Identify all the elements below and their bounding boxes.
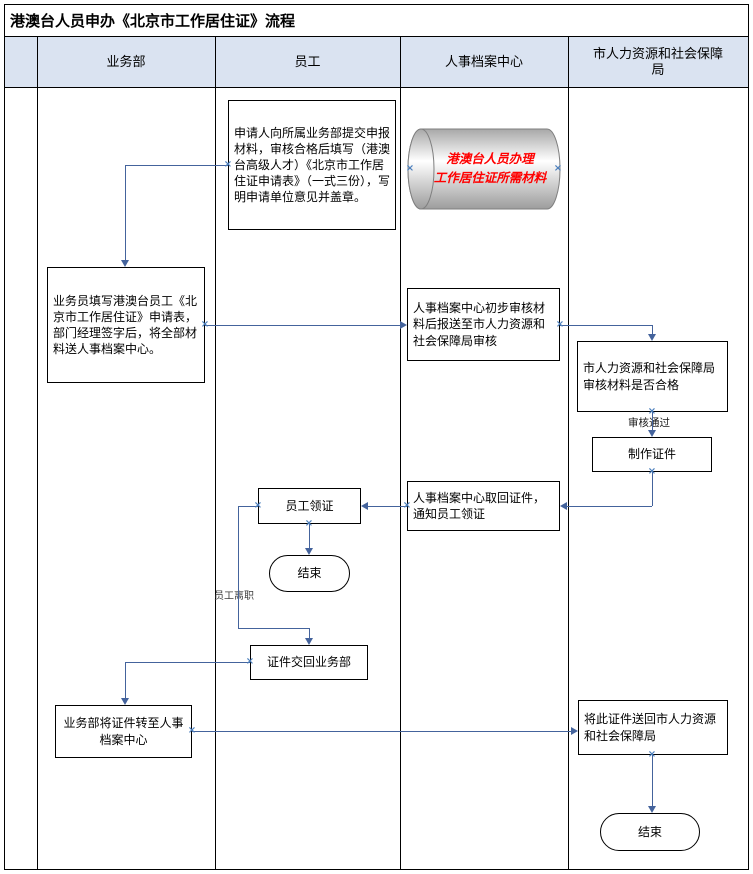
- connector-transfer-to-sendback: [192, 731, 571, 732]
- condition-label-approved: 审核通过: [628, 418, 670, 429]
- connection-point-icon: ×: [304, 518, 314, 529]
- data-store-materials-cylinder: 港澳台人员办理 工作居住证所需材料: [407, 128, 561, 210]
- condition-label-resigned: 员工离职: [214, 591, 254, 602]
- lane-header-bureau: 市人力资源和社会保障局: [568, 37, 748, 88]
- connector-return-to-transfer: [125, 662, 250, 663]
- arrowhead-down-icon: [648, 806, 656, 813]
- connection-point-icon: ×: [223, 159, 233, 170]
- connector-apply-to-fill: [125, 165, 126, 260]
- diagram-title: 港澳台人员申办《北京市工作居住证》流程: [4, 4, 749, 37]
- terminator-end-2: 结束: [600, 813, 700, 851]
- connector-fill-to-archive: [205, 325, 400, 326]
- process-business-fill: 业务员填写港澳台员工《北京市工作居住证》申请表，部门经理签字后，将全部材料送人事…: [47, 267, 205, 383]
- arrowhead-down-icon: [305, 548, 313, 555]
- connector-retrieve-to-collect: [368, 506, 407, 507]
- arrowhead-left-icon: [560, 502, 567, 510]
- terminator-end-1: 结束: [269, 555, 350, 592]
- connector-resign-path: [238, 506, 239, 628]
- connector-make-to-retrieve: [652, 472, 653, 506]
- connection-point-icon: ×: [647, 406, 657, 417]
- lane-divider: [215, 37, 216, 869]
- connector-archive-to-bureau: [560, 325, 652, 326]
- arrowhead-right-icon: [400, 321, 407, 329]
- process-send-back: 将此证件送回市人力资源和社会保障局: [578, 700, 728, 755]
- connector-archive-to-bureau: [652, 325, 653, 334]
- arrowhead-right-icon: [571, 727, 578, 735]
- connector-bureau-to-make: [652, 412, 653, 430]
- process-archive-review: 人事档案中心初步审核材料后报送至市人力资源和社会保障局审核: [407, 288, 560, 361]
- arrowhead-down-icon: [648, 430, 656, 437]
- connection-point-icon: ×: [245, 656, 255, 667]
- connection-point-icon: ×: [555, 319, 565, 330]
- connector-make-to-retrieve: [567, 506, 652, 507]
- process-employee-collect: 员工领证: [258, 488, 361, 524]
- arrowhead-down-icon: [121, 698, 129, 705]
- connection-point-icon: ×: [402, 500, 412, 511]
- arrowhead-down-icon: [121, 260, 129, 267]
- connector-resign-path: [238, 628, 309, 629]
- phase-column-header: [5, 37, 37, 88]
- lane-divider: [400, 37, 401, 869]
- connection-point-icon: ×: [553, 163, 563, 174]
- connection-point-icon: ×: [647, 466, 657, 477]
- connection-point-icon: ×: [200, 319, 210, 330]
- arrowhead-down-icon: [648, 334, 656, 341]
- lane-divider: [568, 37, 569, 869]
- cylinder-label: 港澳台人员办理 工作居住证所需材料: [425, 128, 555, 210]
- cylinder-shape-icon: [407, 128, 561, 210]
- process-business-transfer: 业务部将证件转至人事档案中心: [55, 705, 192, 758]
- connection-point-icon: ×: [647, 749, 657, 760]
- process-archive-retrieve: 人事档案中心取回证件，通知员工领证: [407, 481, 560, 531]
- connector-resign-path: [238, 506, 258, 507]
- arrowhead-down-icon: [305, 638, 313, 645]
- process-certificate-return: 证件交回业务部: [250, 645, 368, 680]
- lane-header-employee: 员工: [215, 37, 400, 88]
- cylinder-label-line1: 港澳台人员办理: [446, 152, 534, 167]
- lane-divider: [37, 37, 38, 869]
- process-bureau-review: 市人力资源和社会保障局审核材料是否合格: [577, 341, 728, 412]
- connector-collect-to-end: [309, 524, 310, 548]
- process-make-certificate: 制作证件: [592, 437, 712, 472]
- connection-point-icon: ×: [253, 500, 263, 511]
- lane-header-archive: 人事档案中心: [400, 37, 568, 88]
- connector-return-to-transfer: [125, 662, 126, 698]
- cylinder-label-line2: 工作居住证所需材料: [433, 171, 547, 185]
- connection-point-icon: ×: [405, 163, 415, 174]
- lane-header-business: 业务部: [37, 37, 215, 88]
- connector-sendback-to-end: [652, 755, 653, 806]
- connector-apply-to-fill: [125, 165, 228, 166]
- arrowhead-left-icon: [361, 502, 368, 510]
- connection-point-icon: ×: [187, 725, 197, 736]
- connector-resign-path: [309, 628, 310, 638]
- process-employee-apply: 申请人向所属业务部提交申报材料，审核合格后填写（港澳台高级人才）《北京市工作居住…: [228, 100, 396, 230]
